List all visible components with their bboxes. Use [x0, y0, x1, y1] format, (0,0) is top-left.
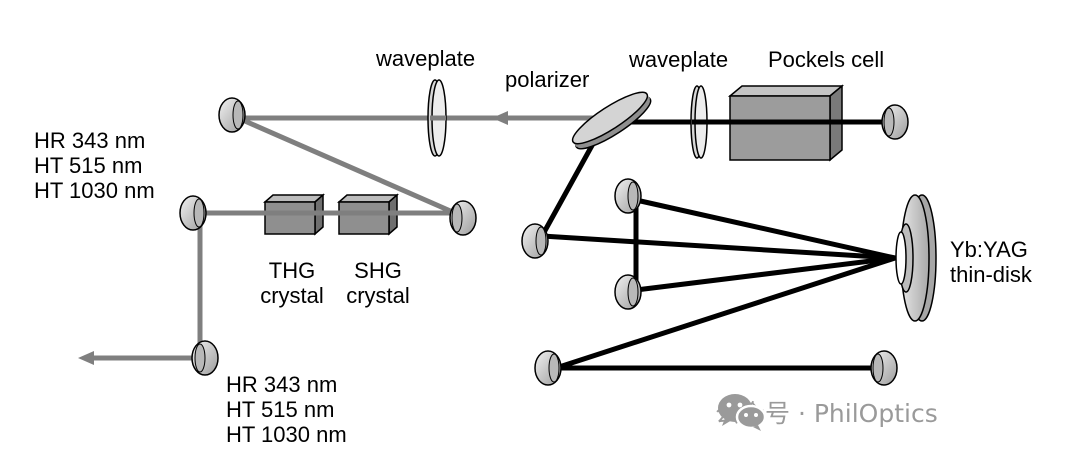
mirror-cavity-bottom [534, 350, 562, 386]
cavity-segment-to-disk-1 [539, 233, 898, 261]
cavity-segment-to-bottom-mirror [553, 255, 898, 371]
label-line: Yb:YAG [950, 237, 1028, 262]
pockels-cell [727, 84, 845, 162]
mirror-right-fold-upper [449, 200, 477, 236]
cavity-beam-path [539, 119, 898, 371]
mirror-disk-upper [614, 178, 642, 214]
pockels-cell-label: Pockels cell [768, 47, 885, 72]
label-line: crystal [260, 283, 324, 308]
label-line: THG [268, 258, 316, 283]
mirror-disk-lower [614, 274, 642, 310]
beam-arrow-output [78, 351, 94, 365]
thg-crystal [263, 193, 325, 236]
spec-line: HT 1030 nm [34, 178, 155, 203]
shg-crystal-label: SHG crystal [340, 258, 416, 308]
mirror-left-upper [179, 195, 207, 231]
spec-line: HT 515 nm [226, 397, 335, 422]
label-line: thin-disk [950, 262, 1032, 287]
waveplate-right-label: waveplate [629, 47, 729, 72]
end-mirror-top [881, 104, 909, 140]
label-line: SHG [354, 258, 402, 283]
waveplate-left-label: waveplate [376, 46, 476, 71]
watermark: 公众号 · PhilOptics [715, 390, 938, 434]
spec-line: HT 1030 nm [226, 422, 347, 447]
mirror-top-left-spec: HR 343 nm HT 515 nm HT 1030 nm [34, 128, 155, 203]
end-mirror-bottom [870, 350, 898, 386]
wechat-icon [718, 394, 767, 431]
mirror-cavity-fold [521, 223, 549, 259]
mirror-top-left [218, 97, 246, 133]
cavity-disk-multipass [633, 197, 898, 293]
spec-line: HR 343 nm [34, 128, 146, 153]
thin-disk [895, 194, 937, 322]
mirror-bottom-left-spec: HR 343 nm HT 515 nm HT 1030 nm [226, 372, 347, 447]
beam-segment-diagonal [235, 115, 458, 216]
spec-line: HT 515 nm [34, 153, 143, 178]
thg-crystal-label: THG crystal [254, 258, 330, 308]
polarizer-plate [571, 91, 652, 150]
mirror-left-lower [191, 340, 219, 376]
thin-disk-label: Yb:YAG thin-disk [950, 237, 1032, 287]
spec-line: HR 343 nm [226, 372, 338, 397]
polarizer-label: polarizer [505, 67, 590, 92]
label-line: crystal [346, 283, 410, 308]
